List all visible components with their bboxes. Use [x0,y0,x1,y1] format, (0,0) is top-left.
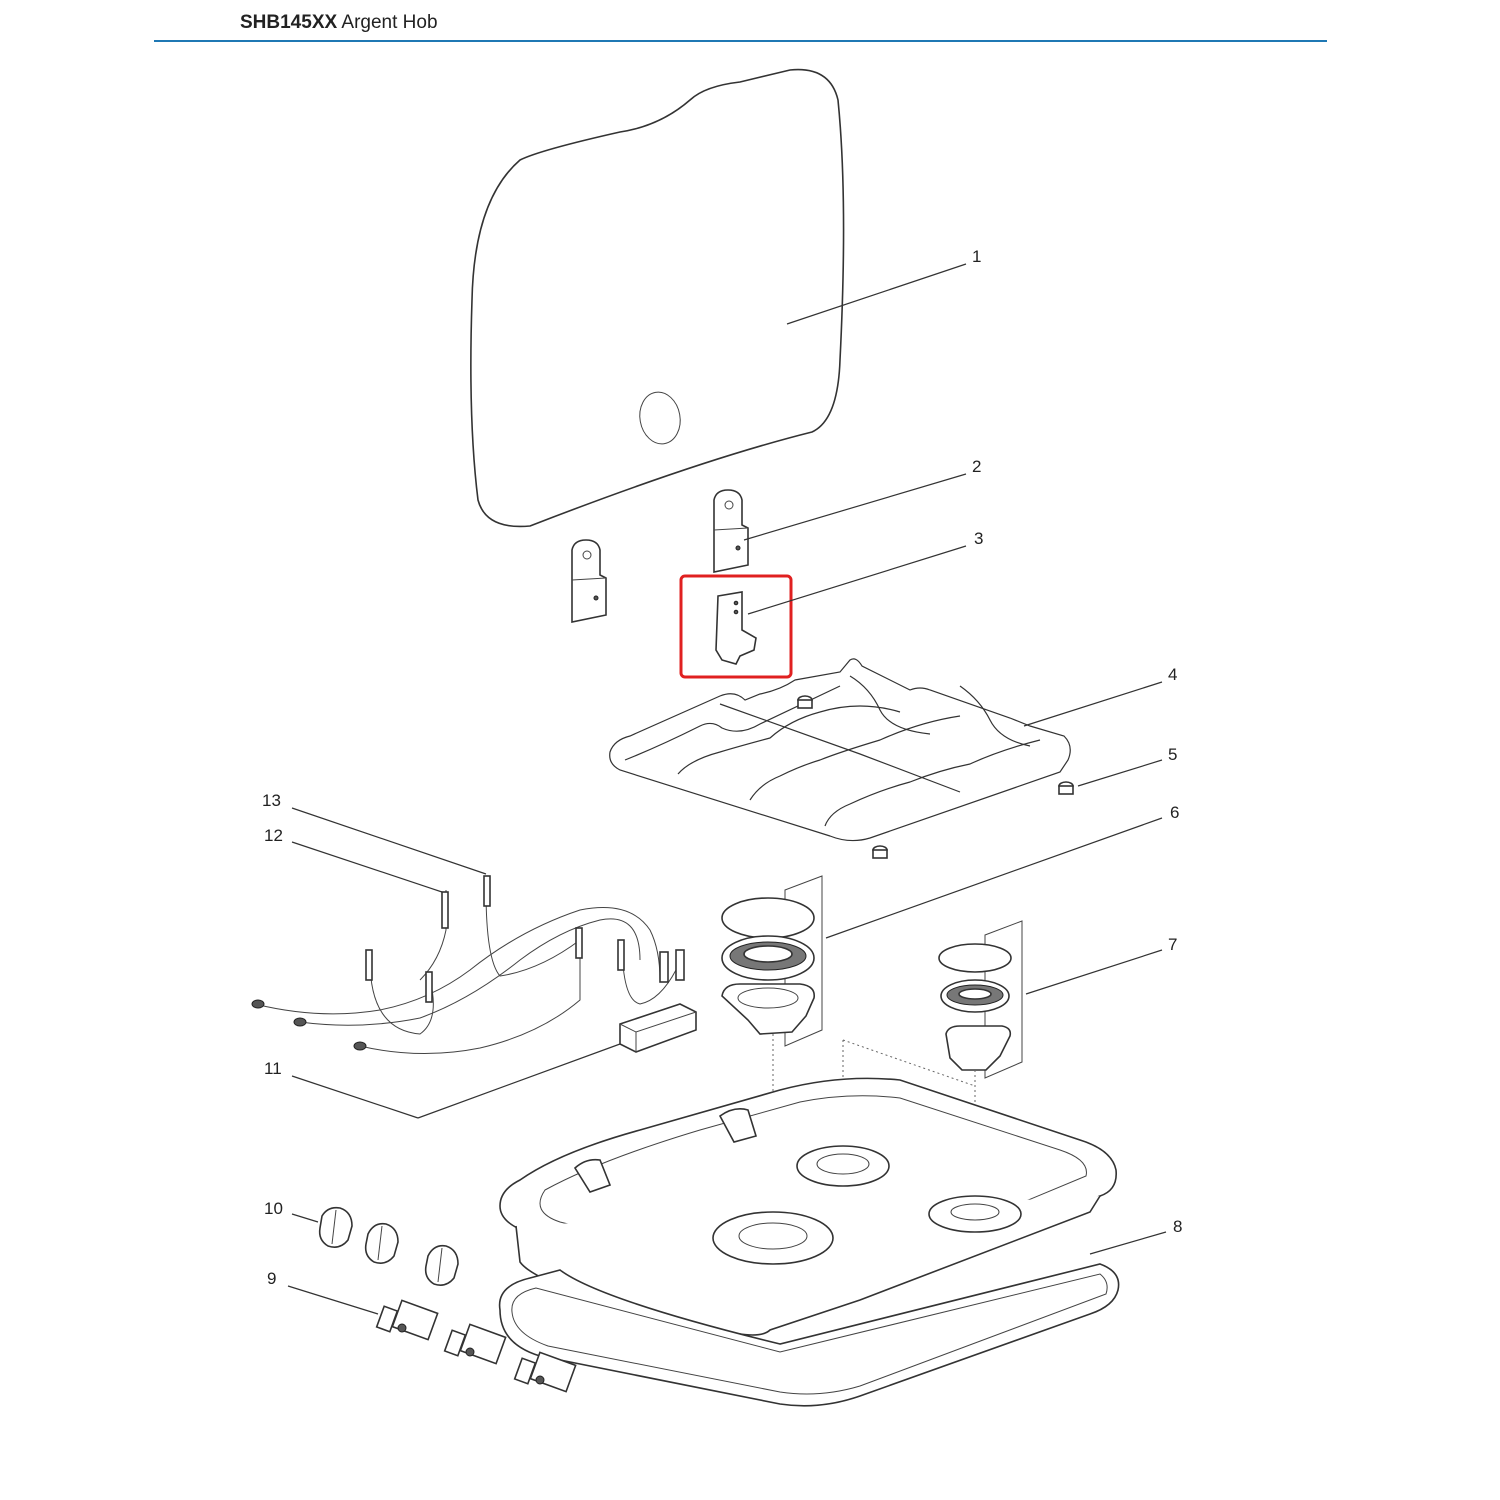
part-12-13-wiring[interactable] [251,875,685,1054]
callout-9: 9 [267,1269,276,1288]
part-9-gas-valves[interactable] [375,1299,577,1393]
part-7-small-burner[interactable] [938,920,1023,1079]
callout-1: 1 [972,247,981,266]
part-4-pan-support[interactable] [609,658,1071,842]
callout-6: 6 [1170,803,1179,822]
callout-2: 2 [972,457,981,476]
part-3-bracket[interactable] [715,591,757,665]
callout-labels: 1 2 3 4 5 6 7 8 9 10 11 12 13 [262,247,1182,1288]
part-8-hob-tray[interactable] [498,1077,1120,1407]
callout-5: 5 [1168,745,1177,764]
callout-12: 12 [264,826,283,845]
product-title: Argent Hob [341,12,438,33]
callout-10: 10 [264,1199,283,1218]
header-rule [154,40,1327,42]
part-2-hinge[interactable] [713,489,749,573]
callout-13: 13 [262,791,281,810]
callout-7: 7 [1168,935,1177,954]
page-header: SHB145XX Argent Hob [240,12,438,34]
part-11-ignition-module[interactable] [619,1003,697,1053]
callout-8: 8 [1173,1217,1182,1236]
part-1-glass-lid[interactable] [470,68,845,528]
callout-4: 4 [1168,665,1177,684]
highlight-box [679,574,793,679]
part-10-control-knobs[interactable] [318,1206,459,1286]
callout-3: 3 [974,529,983,548]
part-5-rubber-foot[interactable] [797,695,1074,859]
part-6-large-burner[interactable] [721,875,823,1047]
part-2-hinge-second[interactable] [571,539,607,623]
model-number: SHB145XX [240,12,338,33]
callout-11: 11 [264,1059,282,1078]
leader-lines [287,263,1167,1315]
